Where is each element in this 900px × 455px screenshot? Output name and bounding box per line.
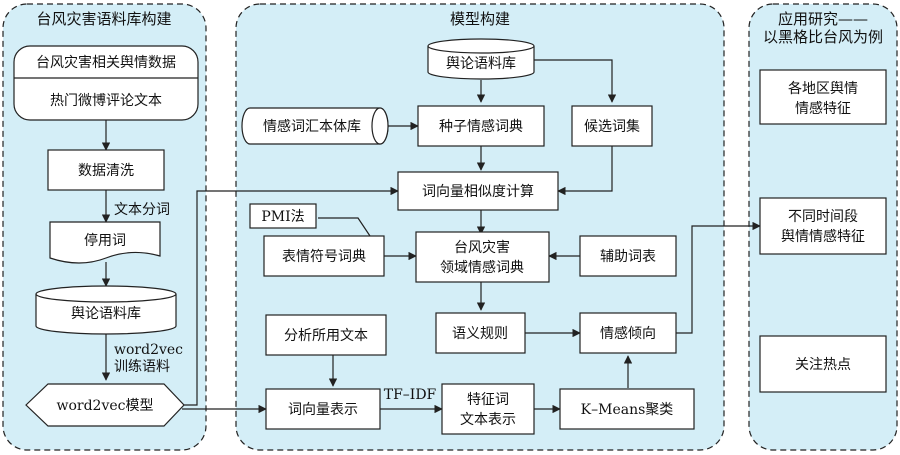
- regional-sentiment-node: 各地区舆情 情感特征: [759, 69, 887, 125]
- middle-corpus-node: 舆论语料库: [427, 38, 535, 80]
- left-corpus-label: 舆论语料库: [71, 306, 141, 322]
- left-corpus-node: 舆论语料库: [35, 285, 177, 335]
- aux-words-label: 辅助词表: [600, 249, 656, 265]
- temporal-sentiment-label-2: 舆情情感特征: [781, 228, 865, 245]
- panel-title-corpus: 台风灾害语料库构建: [36, 10, 171, 28]
- word-vector-label: 词向量表示: [288, 402, 358, 418]
- pmi-callout: PMI法: [249, 203, 317, 229]
- feature-text-label-1: 特征词: [467, 392, 509, 408]
- source-data-body: 热门微博评论文本: [50, 92, 162, 109]
- similarity-node: 词向量相似度计算: [397, 171, 559, 211]
- kmeans-node: K–Means聚类: [559, 388, 695, 430]
- domain-dictionary-label-2: 领域情感词典: [440, 259, 524, 276]
- panel-title-application-1: 应用研究——: [778, 10, 868, 28]
- word2vec-model-node: word2vec模型: [25, 383, 185, 427]
- train-corpus-label-2: 训练语料: [114, 359, 170, 375]
- feature-text-node: 特征词 文本表示: [441, 383, 535, 435]
- regional-sentiment-label-1: 各地区舆情: [788, 81, 858, 97]
- kmeans-label: K–Means聚类: [581, 402, 674, 418]
- edges: [101, 59, 761, 414]
- semantic-rules-node: 语义规则: [435, 312, 526, 354]
- edge-candidates-to-similarity: [557, 146, 613, 196]
- sentiment-label: 情感倾向: [600, 325, 656, 342]
- source-data-title: 台风灾害相关舆情数据: [36, 54, 176, 71]
- train-corpus-label-1: word2vec: [114, 342, 183, 358]
- stopwords-label: 停用词: [84, 232, 126, 249]
- hotspots-label: 关注热点: [795, 357, 851, 373]
- pmi-callout-line: [318, 217, 371, 237]
- edge-corpus-to-candidates: [534, 59, 617, 103]
- seed-dictionary-label: 种子情感词典: [439, 118, 523, 135]
- temporal-sentiment-node: 不同时间段 舆情情感特征: [759, 197, 887, 255]
- data-cleaning-node: 数据清洗: [47, 149, 165, 191]
- emoji-dictionary-node: 表情符号词典: [263, 235, 385, 277]
- sentiment-node: 情感倾向: [579, 312, 677, 354]
- edge-model-to-similarity: [182, 186, 399, 406]
- ontology-label: 情感词汇本体库: [263, 118, 361, 135]
- panel-title-model: 模型构建: [450, 10, 510, 28]
- temporal-sentiment-label-1: 不同时间段: [788, 209, 858, 225]
- edge-sentiment-to-temporal: [676, 221, 761, 334]
- regional-sentiment-label-2: 情感特征: [795, 100, 851, 117]
- analysis-text-node: 分析所用文本: [265, 314, 387, 356]
- candidate-words-label: 候选词集: [584, 118, 640, 135]
- pmi-label: PMI法: [261, 209, 304, 225]
- analysis-text-label: 分析所用文本: [284, 328, 368, 344]
- source-data-node: 台风灾害相关舆情数据 热门微博评论文本: [13, 45, 199, 121]
- word2vec-model-label: word2vec模型: [56, 398, 153, 414]
- stopwords-node: 停用词: [49, 221, 161, 264]
- emoji-dictionary-label: 表情符号词典: [282, 249, 366, 265]
- feature-text-label-2: 文本表示: [460, 412, 516, 428]
- aux-words-node: 辅助词表: [579, 235, 677, 277]
- ontology-node: 情感词汇本体库: [241, 107, 389, 145]
- semantic-rules-label: 语义规则: [452, 326, 508, 342]
- word-vector-node: 词向量表示: [265, 388, 381, 430]
- tfidf-label: TF–IDF: [384, 387, 437, 403]
- candidate-words-node: 候选词集: [571, 105, 653, 147]
- hotspots-node: 关注热点: [759, 335, 887, 393]
- text-segmentation-label: 文本分词: [114, 202, 170, 218]
- data-cleaning-label: 数据清洗: [78, 163, 134, 179]
- domain-dictionary-label-1: 台风灾害: [454, 239, 510, 256]
- middle-corpus-label: 舆论语料库: [446, 56, 516, 72]
- seed-dictionary-node: 种子情感词典: [417, 105, 545, 147]
- similarity-label: 词向量相似度计算: [422, 184, 534, 200]
- domain-dictionary-node: 台风灾害 领域情感词典: [415, 231, 550, 283]
- panel-title-application-2: 以黑格比台风为例: [763, 28, 883, 46]
